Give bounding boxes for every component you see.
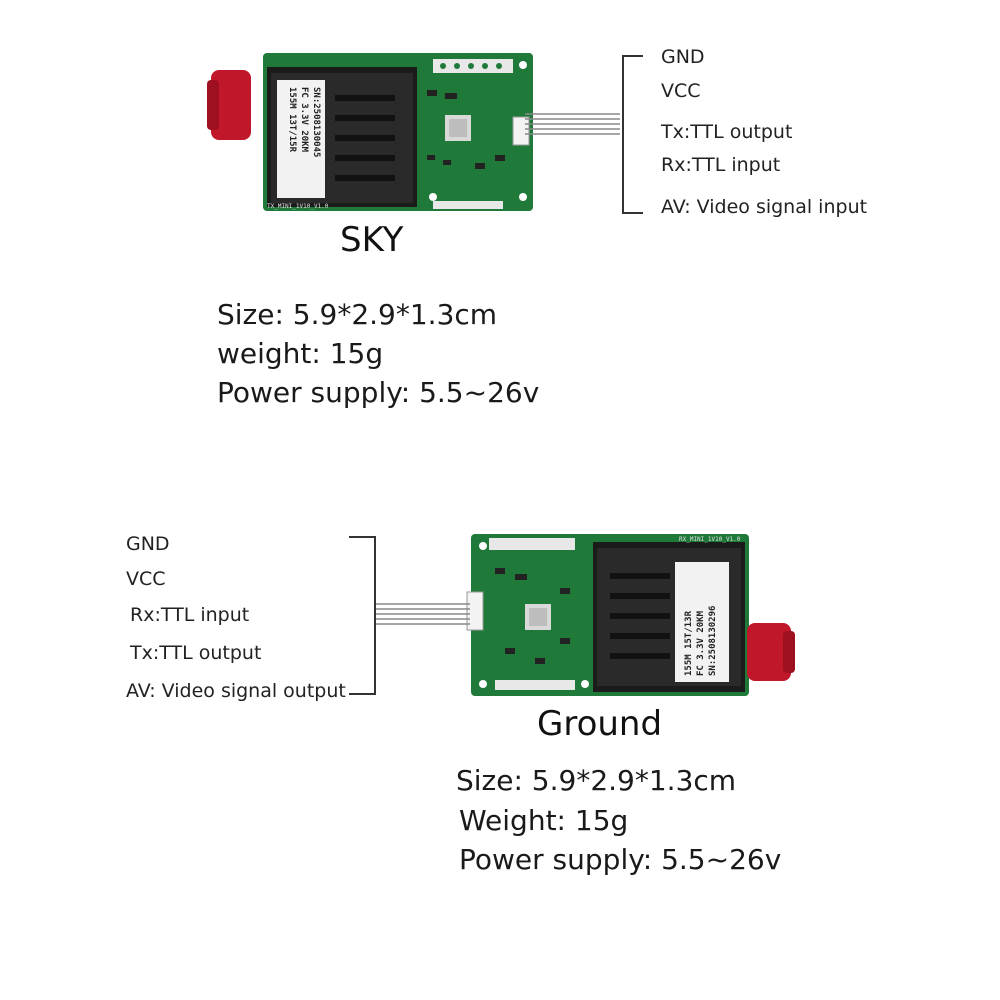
sky-fiber-connector-icon <box>211 70 251 140</box>
ground-pin-av: AV: Video signal output <box>126 680 346 702</box>
ground-label-line1: 155M 15T/13R <box>684 610 694 676</box>
sky-board-marking: TX_MINI_1V10_V1.0 <box>267 203 329 210</box>
sky-label-line3: SN:2508130045 <box>311 87 321 157</box>
ground-module-illustration: 155M 15T/13R FC 3.3V 20KM SN:2508130296 … <box>466 534 795 696</box>
sky-spec-size: Size: 5.9*2.9*1.3cm <box>217 298 498 331</box>
ground-fiber-connector-icon <box>747 623 791 681</box>
sky-module: 155M 13T/15R FC 3.3V 20KM SN:2508130045 … <box>205 45 545 220</box>
ground-title: Ground <box>537 704 663 744</box>
sky-module-illustration: 155M 13T/15R FC 3.3V 20KM SN:2508130045 … <box>207 53 533 211</box>
sky-pin-av: AV: Video signal input <box>661 196 868 218</box>
sky-spec-weight: weight: 15g <box>217 337 384 370</box>
sky-pin-vcc: VCC <box>661 80 701 102</box>
ground-module: 155M 15T/13R FC 3.3V 20KM SN:2508130296 … <box>465 528 800 703</box>
sky-pin-rx: Rx:TTL input <box>661 154 781 176</box>
sky-pin-gnd: GND <box>661 46 705 68</box>
sky-label-line1: 155M 13T/15R <box>287 87 297 153</box>
sky-pin-tx: Tx:TTL output <box>661 121 793 143</box>
ground-label-line3: SN:2508130296 <box>708 606 718 676</box>
sky-spec-power: Power supply: 5.5~26v <box>217 376 540 409</box>
sky-label-line2: FC 3.3V 20KM <box>299 87 309 153</box>
ground-spec-power: Power supply: 5.5~26v <box>459 843 782 876</box>
ground-pin-bracket <box>349 536 376 695</box>
ground-pin-rx: Rx:TTL input <box>130 604 250 626</box>
ground-pin-vcc: VCC <box>126 568 166 590</box>
ground-board-marking: RX_MINI_1V10_V1.0 <box>679 536 741 543</box>
sky-wire-bundle <box>525 113 620 135</box>
ground-wire-bundle <box>375 603 470 625</box>
ground-pin-gnd: GND <box>126 533 170 555</box>
ground-spec-size: Size: 5.9*2.9*1.3cm <box>456 764 737 797</box>
ground-spec-weight: Weight: 15g <box>459 804 629 837</box>
ground-label-line2: FC 3.3V 20KM <box>696 610 706 676</box>
sky-title: SKY <box>340 220 404 260</box>
sky-pin-bracket <box>622 55 643 214</box>
ground-pin-tx: Tx:TTL output <box>130 642 262 664</box>
